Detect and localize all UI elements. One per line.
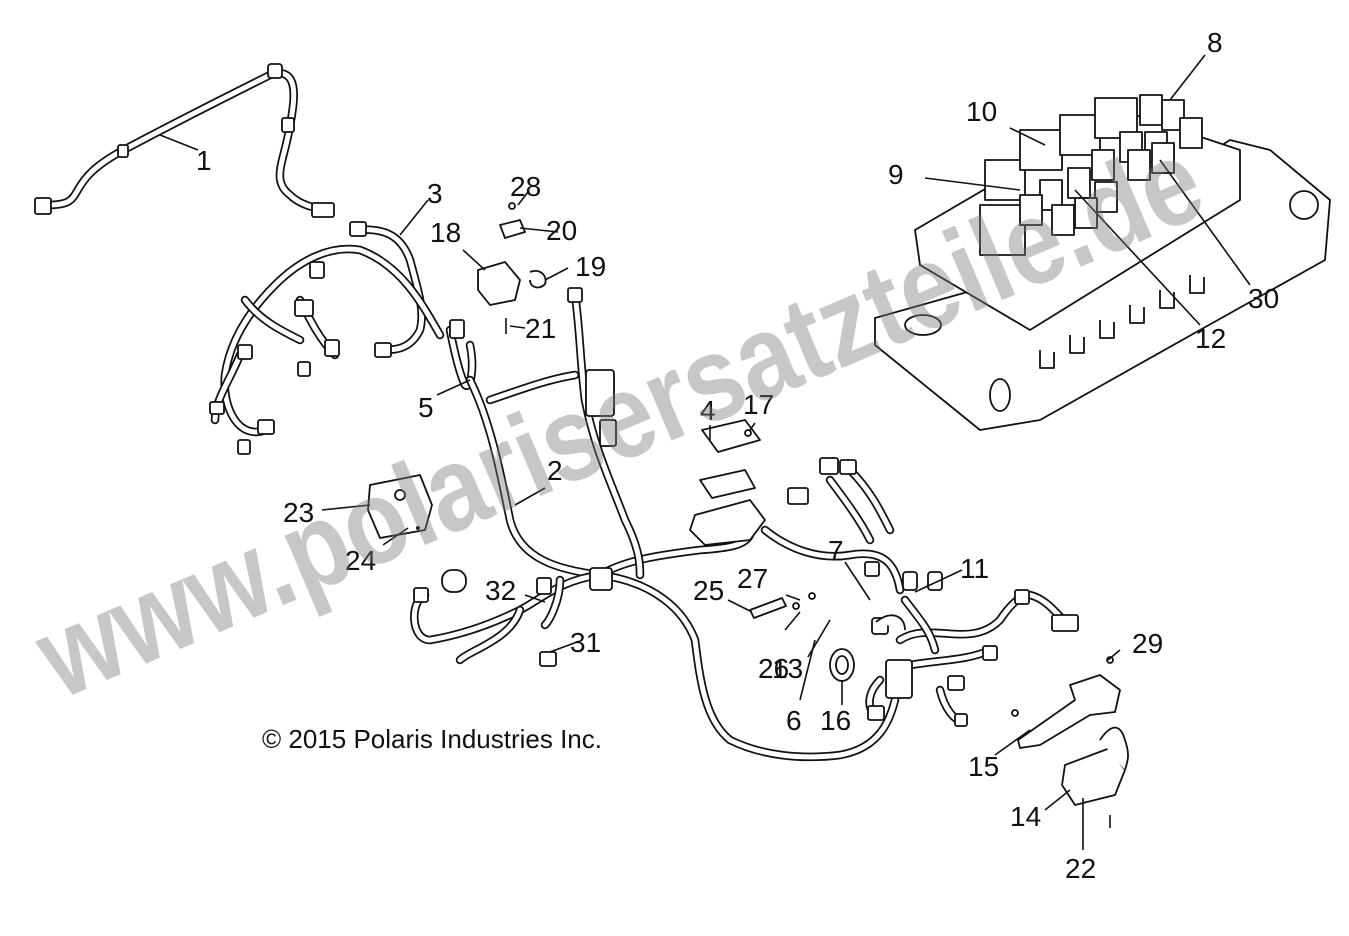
- callout-4: 4: [700, 395, 716, 426]
- callout-7: 7: [828, 535, 844, 566]
- callout-13: 13: [772, 653, 803, 684]
- leader-lines: [159, 54, 1251, 850]
- relay-box: [874, 94, 1331, 431]
- callout-19: 19: [575, 251, 606, 282]
- callout-24: 24: [345, 545, 376, 576]
- harness-2-main: [410, 287, 1079, 762]
- callout-32: 32: [485, 575, 516, 606]
- callout-17: 17: [743, 389, 774, 420]
- callout-9: 9: [888, 159, 904, 190]
- terminal-25: [749, 592, 816, 619]
- grommet-16: [829, 614, 906, 682]
- callout-21: 21: [525, 313, 556, 344]
- callout-3: 3: [427, 178, 443, 209]
- harness-3-5: [209, 221, 477, 455]
- callout-30: 30: [1248, 283, 1279, 314]
- callout-16: 16: [820, 705, 851, 736]
- callout-1: 1: [196, 145, 212, 176]
- bracket-15: [1011, 656, 1121, 749]
- callout-31: 31: [570, 627, 601, 658]
- ecu-23: [367, 474, 433, 539]
- callout-15: 15: [968, 751, 999, 782]
- callout-25: 25: [693, 575, 724, 606]
- callout-12: 12: [1195, 323, 1226, 354]
- callout-2: 2: [547, 455, 563, 486]
- callout-11: 11: [960, 553, 989, 584]
- copyright-notice: © 2015 Polaris Industries Inc.: [262, 724, 602, 754]
- module-14: [1061, 726, 1129, 828]
- callout-28: 28: [510, 171, 541, 202]
- callout-22: 22: [1065, 853, 1096, 884]
- callout-labels: 1 2 3 4 5 6 7 8 9 10 11 12 13 14 15 16 1…: [196, 27, 1279, 884]
- fuse-holder-4: [689, 419, 766, 546]
- callout-10: 10: [966, 96, 997, 127]
- callout-29: 29: [1132, 628, 1163, 659]
- callout-5: 5: [418, 392, 434, 423]
- callout-14: 14: [1010, 801, 1041, 832]
- callout-26: 26: [758, 653, 789, 684]
- callout-6: 6: [786, 705, 802, 736]
- relay-18: [477, 202, 547, 334]
- callout-18: 18: [430, 217, 461, 248]
- harness-1: [34, 63, 335, 218]
- callout-27: 27: [737, 563, 768, 594]
- callout-23: 23: [283, 497, 314, 528]
- callout-20: 20: [546, 215, 577, 246]
- callout-8: 8: [1207, 27, 1223, 58]
